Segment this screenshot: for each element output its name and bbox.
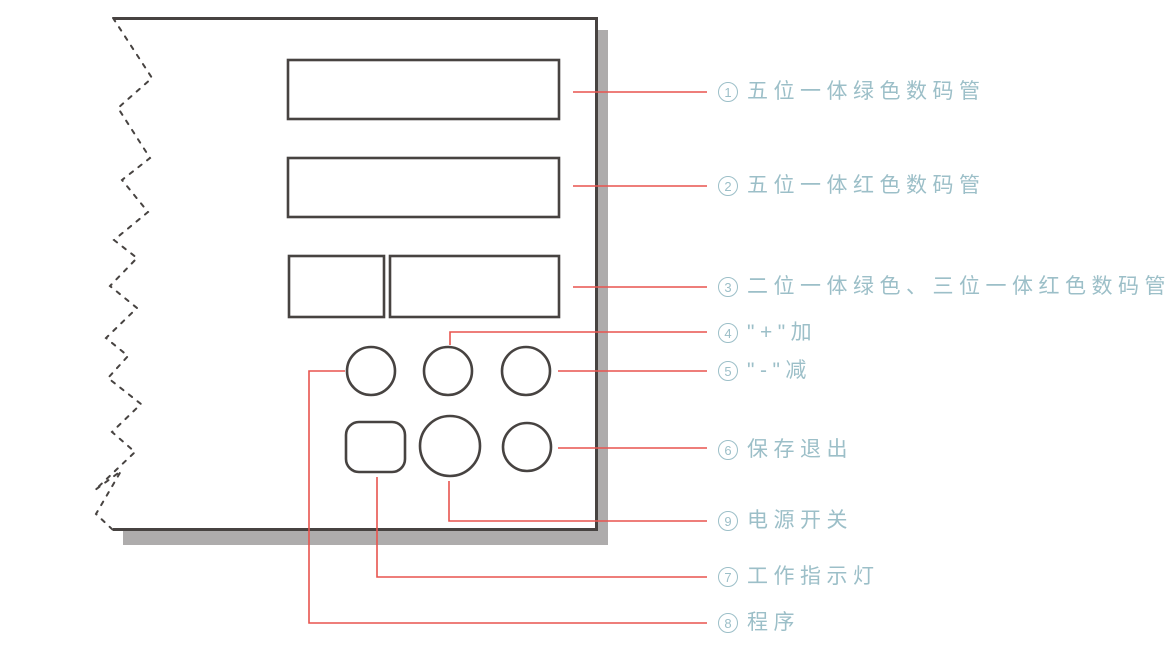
work-indicator-lamp [344,420,407,474]
callout-line-8 [308,370,707,624]
display-red-5digit [286,156,561,219]
label-text-plus: "+"加 [747,321,818,344]
display-red-3digit [388,254,561,319]
callout-label-minus: 5 "-"减 [718,357,812,385]
circled-number-3: 3 [718,277,738,297]
callout-label-save-exit: 6 保存退出 [718,436,853,464]
circled-number-1: 1 [718,82,738,102]
callout-label-plus: 4 "+"加 [718,319,817,347]
callout-line-9 [448,481,707,522]
label-text-program: 程序 [747,611,800,634]
callout-line-7 [376,477,707,578]
circled-number-4: 4 [718,323,738,343]
circled-number-5: 5 [718,361,738,381]
circled-number-6: 6 [718,440,738,460]
circled-number-7: 7 [718,567,738,587]
label-text-minus: "-"减 [747,359,812,382]
callout-label-work-indicator: 7 工作指示灯 [718,563,880,591]
callout-label-green-5digit: 1 五位一体绿色数码管 [718,78,986,106]
label-text-red-5digit: 五位一体红色数码管 [747,174,986,197]
plus-button [422,345,474,397]
label-text-green-5digit: 五位一体绿色数码管 [747,80,986,103]
callout-label-red-5digit: 2 五位一体红色数码管 [718,172,986,200]
panel-torn-edge [94,17,154,531]
circled-number-9: 9 [718,511,738,531]
label-text-work-indicator: 工作指示灯 [747,565,880,588]
minus-button [500,345,552,397]
display-green-2digit [287,254,386,319]
circled-number-8: 8 [718,613,738,633]
display-green-5digit [286,58,561,121]
label-text-mixed-digits: 二位一体绿色、三位一体红色数码管 [747,275,1166,298]
save-exit-button [501,421,553,473]
label-text-power-switch: 电源开关 [747,509,853,532]
circled-number-2: 2 [718,176,738,196]
callout-label-program: 8 程序 [718,609,800,637]
callout-label-mixed-digits: 3 二位一体绿色、三位一体红色数码管 [718,273,1166,301]
label-text-save-exit: 保存退出 [747,438,853,461]
callout-label-power-switch: 9 电源开关 [718,507,853,535]
program-button [345,345,397,397]
power-switch-button [418,414,482,478]
callout-line-4 [449,331,707,345]
